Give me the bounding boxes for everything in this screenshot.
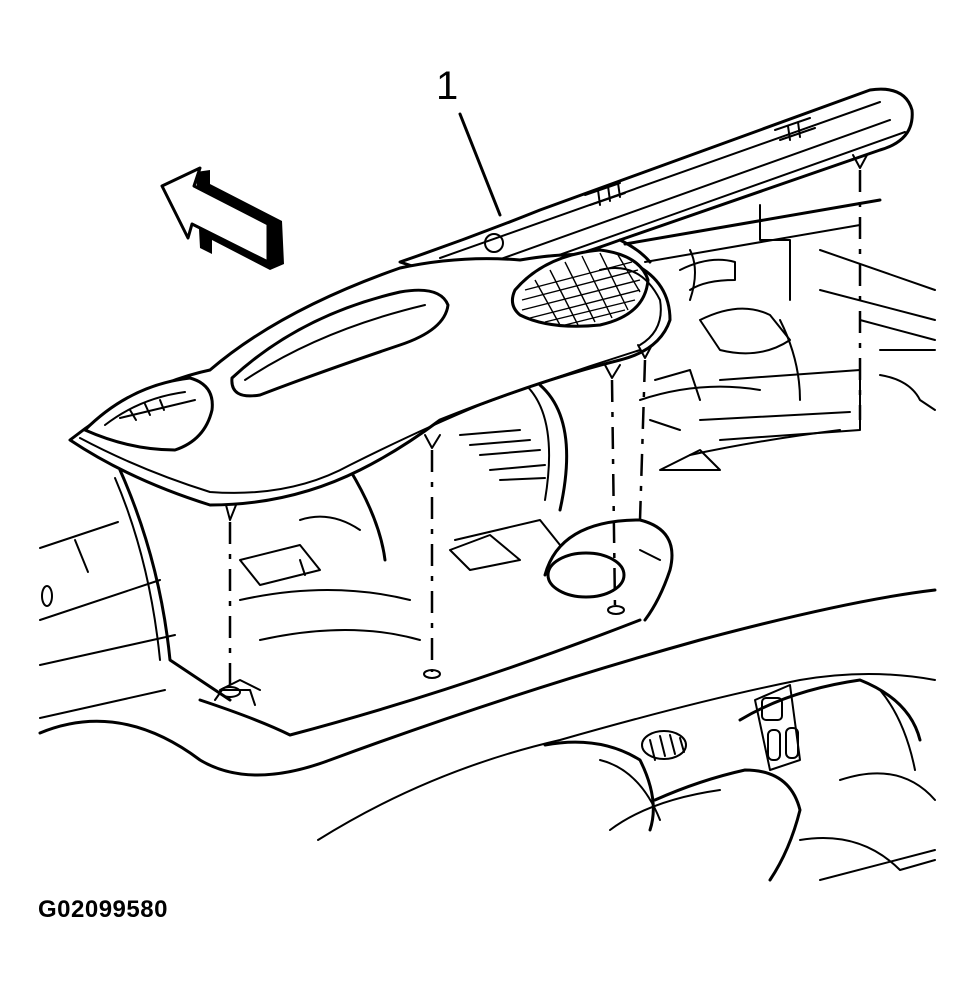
direction-arrow-icon: [160, 166, 284, 270]
instrument-panel-top: [68, 87, 914, 507]
fastener-locators: [214, 154, 868, 706]
callout-leader-1: [458, 112, 502, 217]
cross-car-beam: [623, 198, 936, 471]
figure-id: G02099580: [38, 896, 168, 923]
callout-1-label: 1: [436, 64, 459, 108]
speaker-grille-icon: [521, 252, 641, 326]
air-duct: [114, 379, 674, 737]
lower-dash-structure: [38, 521, 937, 882]
